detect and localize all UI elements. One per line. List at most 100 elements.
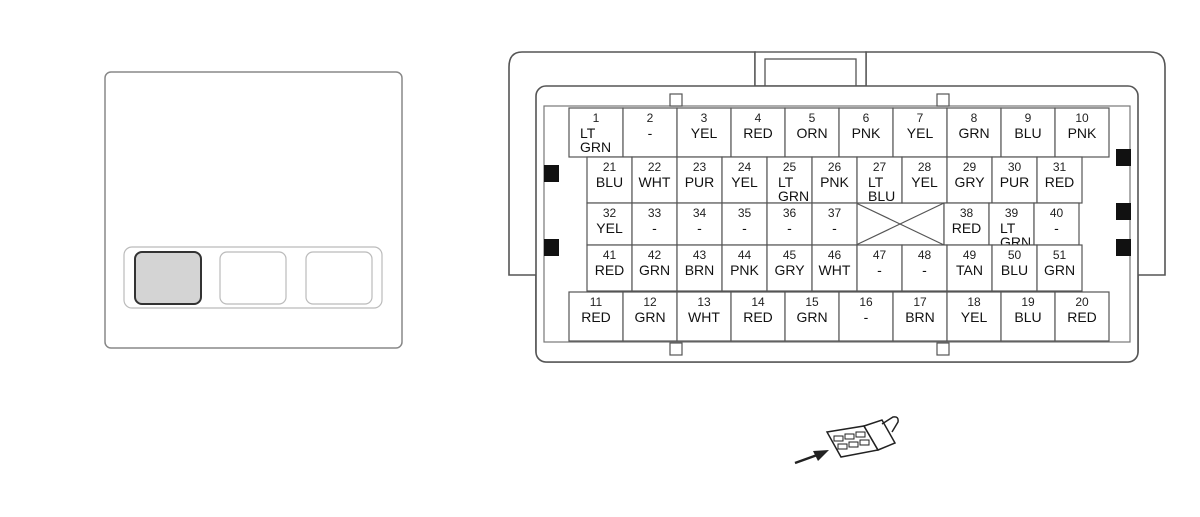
icon-wire <box>881 416 899 433</box>
pin-wire-color: GRN <box>1044 262 1075 278</box>
pin-number: 39 <box>1005 206 1019 220</box>
pin-wire-color: GRN <box>958 125 989 141</box>
icon-cavity <box>848 441 859 448</box>
locator-slot-highlighted <box>134 251 202 305</box>
pin-number: 20 <box>1075 295 1089 309</box>
key-notch <box>936 93 950 107</box>
pin-number: 42 <box>648 248 662 262</box>
pin-number: 33 <box>648 206 662 220</box>
pin-cavity-box <box>811 156 858 204</box>
pin-cavity-box <box>1000 291 1056 342</box>
pin-wire-color: YEL <box>911 174 938 190</box>
pin-number: 35 <box>738 206 752 220</box>
icon-cavity <box>837 443 848 450</box>
pin-number: 8 <box>971 111 978 125</box>
connector-view-icon <box>794 416 899 465</box>
pin-cavity: 37- <box>811 202 858 246</box>
pin-cavity-box <box>766 156 813 204</box>
pin-number: 26 <box>828 160 842 174</box>
pin-number: 9 <box>1025 111 1032 125</box>
pin-cavity: 33- <box>631 202 678 246</box>
pin-wire-color: RED <box>952 220 982 236</box>
pin-number: 14 <box>751 295 765 309</box>
key-notch <box>669 342 683 356</box>
pin-wire-color: - <box>877 262 882 278</box>
pin-wire-color: - <box>832 220 837 236</box>
pin-wire-color: TAN <box>956 262 983 278</box>
pin-cavity-box <box>730 291 786 342</box>
pin-cavity-box <box>721 244 768 292</box>
pin-cavity-box <box>943 202 990 246</box>
pin-wire-color: RED <box>581 309 611 325</box>
pin-wire-color: GRN <box>778 188 809 204</box>
connector-locator-view <box>104 71 403 349</box>
locator-slot <box>305 251 373 305</box>
lock-block <box>1116 203 1131 220</box>
pin-cavity-box <box>946 107 1002 158</box>
pin-cavity: 35- <box>721 202 768 246</box>
icon-cavity <box>855 431 866 438</box>
connector-face: 1LTGRN2-3YEL4RED5ORN6PNK7YEL8GRN9BLU10PN… <box>508 51 1166 363</box>
pin-wire-color: - <box>742 220 747 236</box>
pin-cavity-box <box>1033 202 1080 246</box>
blocked-cavity-cross <box>855 202 945 246</box>
pin-wire-color: PUR <box>1000 174 1030 190</box>
pin-cavity-box <box>631 156 678 204</box>
pin-cavity: 36- <box>766 202 813 246</box>
pin-number: 29 <box>963 160 977 174</box>
pin-wire-color: RED <box>1067 309 1097 325</box>
pin-wire-color: YEL <box>961 309 988 325</box>
locator-slot <box>219 251 287 305</box>
pin-number: 10 <box>1075 111 1089 125</box>
pin-number: 46 <box>828 248 842 262</box>
pin-number: 4 <box>755 111 762 125</box>
pin-wire-color: WHT <box>819 262 851 278</box>
pin-number: 13 <box>697 295 711 309</box>
pin-cavity-box <box>946 156 993 204</box>
pin-number: 44 <box>738 248 752 262</box>
pin-number: 11 <box>590 295 603 309</box>
pin-wire-color: BLU <box>1001 262 1028 278</box>
pin-wire-color: - <box>922 262 927 278</box>
pin-wire-color: LT <box>1000 220 1016 236</box>
pin-number: 17 <box>913 295 927 309</box>
pin-wire-color: YEL <box>731 174 758 190</box>
pin-cavity: 2- <box>622 107 678 158</box>
pin-cavity-box <box>676 202 723 246</box>
pin-cavity-box <box>676 291 732 342</box>
pin-wire-color: BRN <box>685 262 715 278</box>
pin-number: 49 <box>963 248 977 262</box>
pin-wire-color: YEL <box>596 220 623 236</box>
pin-number: 22 <box>648 160 662 174</box>
pin-cavity-box <box>892 107 948 158</box>
pin-wire-color: RED <box>1045 174 1075 190</box>
pin-wire-color: PNK <box>820 174 849 190</box>
pin-cavity-box <box>676 156 723 204</box>
pin-number: 32 <box>603 206 617 220</box>
pin-number: 30 <box>1008 160 1022 174</box>
pin-number: 25 <box>783 160 797 174</box>
